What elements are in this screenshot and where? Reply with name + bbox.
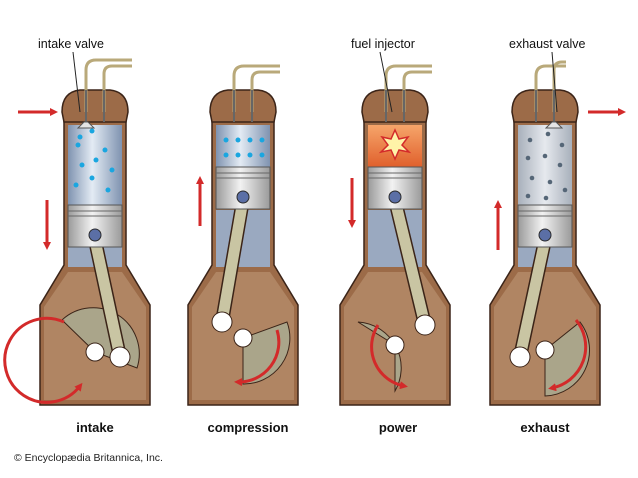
engine-exhaust bbox=[489, 51, 626, 406]
engine-compression bbox=[187, 64, 299, 406]
stage-label-power: power bbox=[379, 420, 417, 435]
callout-intake-valve: intake valve bbox=[38, 37, 104, 51]
callout-fuel-injector: fuel injector bbox=[351, 37, 415, 51]
copyright-credit: © Encyclopædia Britannica, Inc. bbox=[14, 452, 163, 464]
engine-power bbox=[339, 51, 451, 406]
callout-exhaust-valve: exhaust valve bbox=[509, 37, 585, 51]
stage-label-intake: intake bbox=[76, 420, 114, 435]
stage-label-compression: compression bbox=[208, 420, 289, 435]
stage-label-exhaust: exhaust bbox=[520, 420, 570, 435]
engine-intake bbox=[3, 51, 151, 406]
